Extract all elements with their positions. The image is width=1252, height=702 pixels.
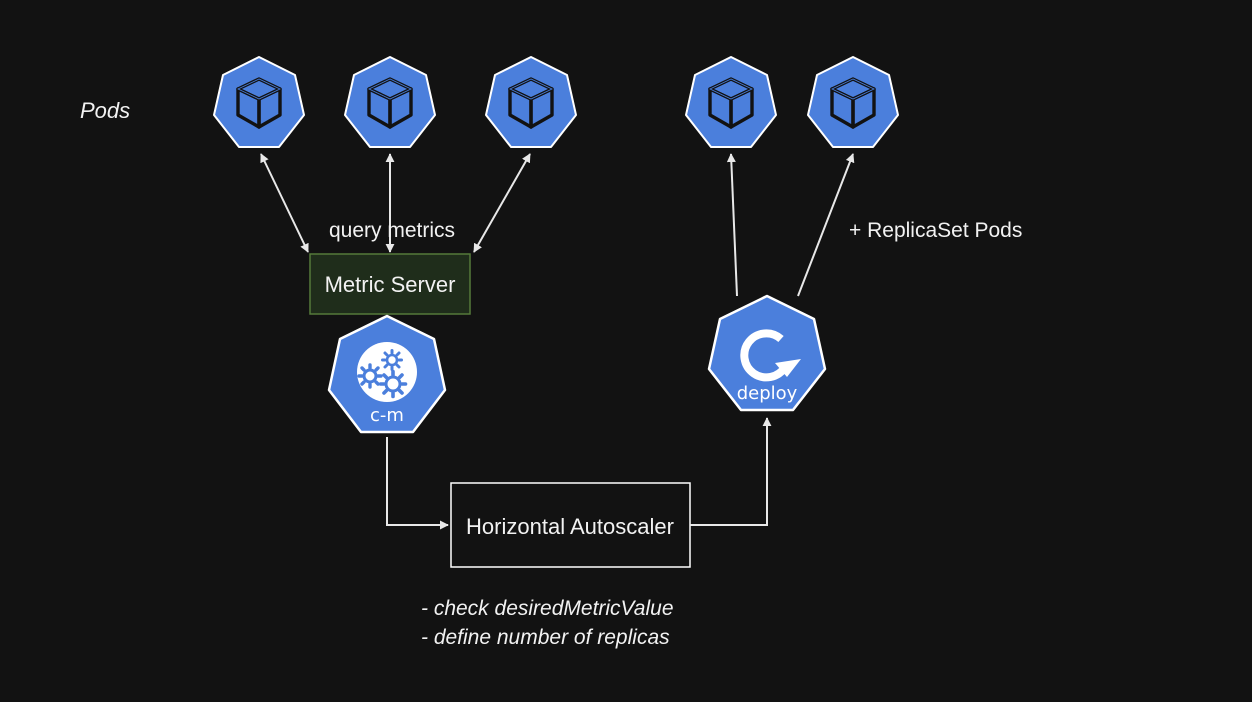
metric-server-label: Metric Server: [325, 272, 456, 297]
replicaset-arrows: [726, 153, 855, 297]
arrow-cm-to-autoscaler: [386, 437, 449, 530]
arrow-deploy-pod-2: [797, 153, 855, 297]
controller-manager-node: c-m: [327, 314, 447, 434]
pod-node-1: [212, 55, 306, 149]
metric-server-box: [309, 253, 471, 315]
deploy-label: deploy: [737, 383, 798, 404]
horizontal-autoscaler-label: Horizontal Autoscaler: [466, 514, 674, 539]
gears-icon: [357, 342, 417, 402]
refresh-arrow-icon: [740, 329, 801, 382]
query-metrics-label: query metrics: [329, 219, 455, 242]
metric-server-node: Metric Server: [309, 253, 471, 315]
arrow-metric-pod-3: [473, 153, 531, 253]
arrow-deploy-pod-1: [726, 153, 738, 297]
replicaset-pods-label: + ReplicaSet Pods: [849, 219, 1022, 242]
pod-icon: [806, 55, 900, 149]
horizontal-autoscaler-node: Horizontal Autoscaler: [450, 482, 691, 568]
horizontal-autoscaler-box: [450, 482, 691, 568]
pod-node-3: [484, 55, 578, 149]
controller-manager-label: c-m: [370, 405, 404, 426]
pod-icon: [343, 55, 437, 149]
deploy-node: deploy: [707, 294, 827, 412]
pod-node-2: [343, 55, 437, 149]
replicaset-pod-node-1: [684, 55, 778, 149]
note-line-2: - define number of replicas: [421, 626, 670, 649]
autoscaler-connectors: [386, 417, 772, 530]
arrow-metric-pod-1: [260, 153, 309, 253]
replicaset-pod-node-2: [806, 55, 900, 149]
note-line-1: - check desiredMetricValue: [421, 597, 674, 620]
arrow-autoscaler-to-deploy: [690, 417, 772, 526]
query-metrics-arrows: [260, 153, 531, 253]
pods-label: Pods: [80, 98, 130, 123]
pod-icon: [212, 55, 306, 149]
pod-icon: [484, 55, 578, 149]
pod-icon: [684, 55, 778, 149]
